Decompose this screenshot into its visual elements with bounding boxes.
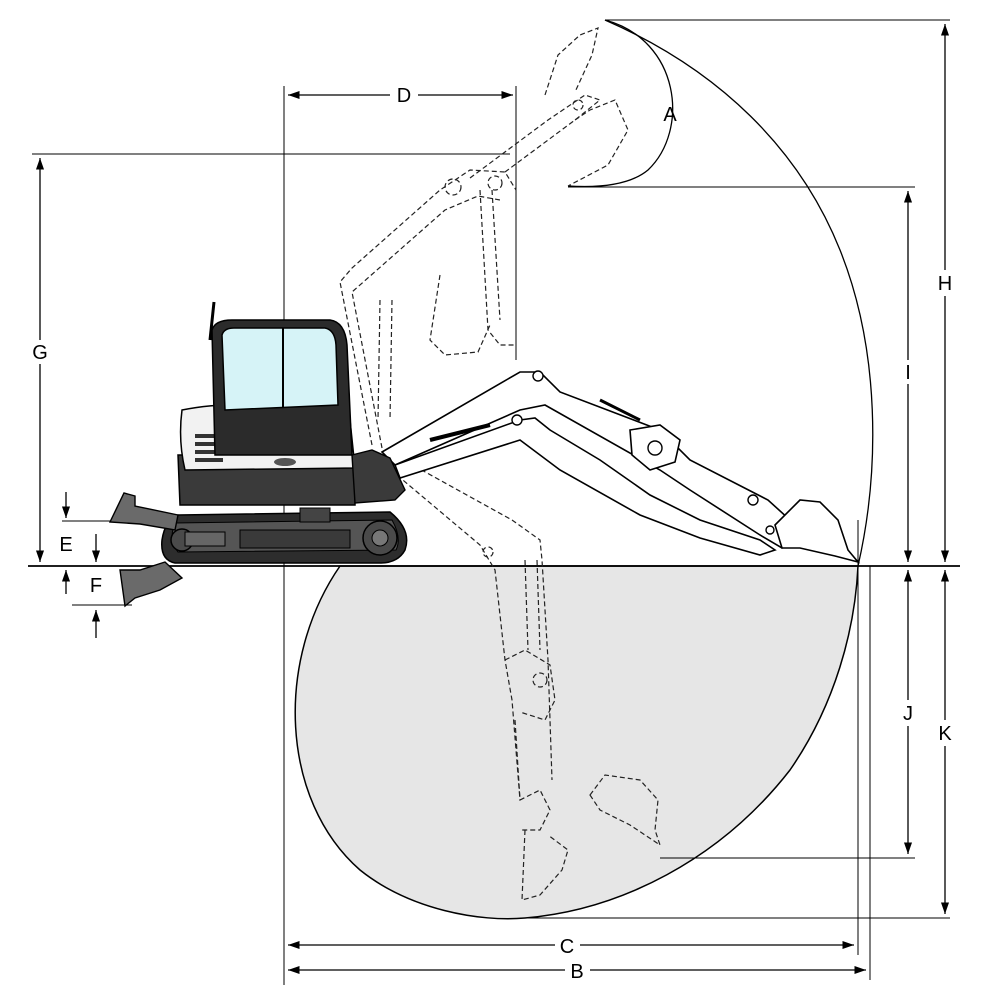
dozer-blade-lowered (119, 561, 184, 608)
dozer-blade-raised (108, 492, 179, 531)
label-d: D (397, 85, 411, 107)
label-b: B (570, 961, 583, 983)
below-ground-dig-zone (294, 565, 859, 920)
arm-position-raised (339, 27, 629, 449)
engine-vent (195, 434, 223, 462)
dump-arc (567, 19, 674, 188)
label-a: A (663, 104, 677, 126)
label-c: C (560, 936, 574, 958)
dimension-label-group: A B C D E F G H I J K (32, 85, 952, 983)
arm-position-lowered (384, 457, 662, 901)
label-g: G (32, 342, 48, 364)
label-h: H (938, 273, 952, 295)
excavator-machine (108, 301, 408, 608)
cab-window (221, 327, 339, 411)
label-f: F (90, 575, 102, 597)
dimension-arrows (35, 24, 950, 975)
label-j: J (903, 703, 913, 725)
boom-swing-bracket (351, 449, 406, 504)
label-e: E (59, 534, 72, 556)
label-i: I (905, 362, 911, 384)
reach-envelope-outline (604, 19, 874, 567)
label-k: K (938, 723, 952, 745)
arm-position-ground-reach (380, 370, 861, 564)
